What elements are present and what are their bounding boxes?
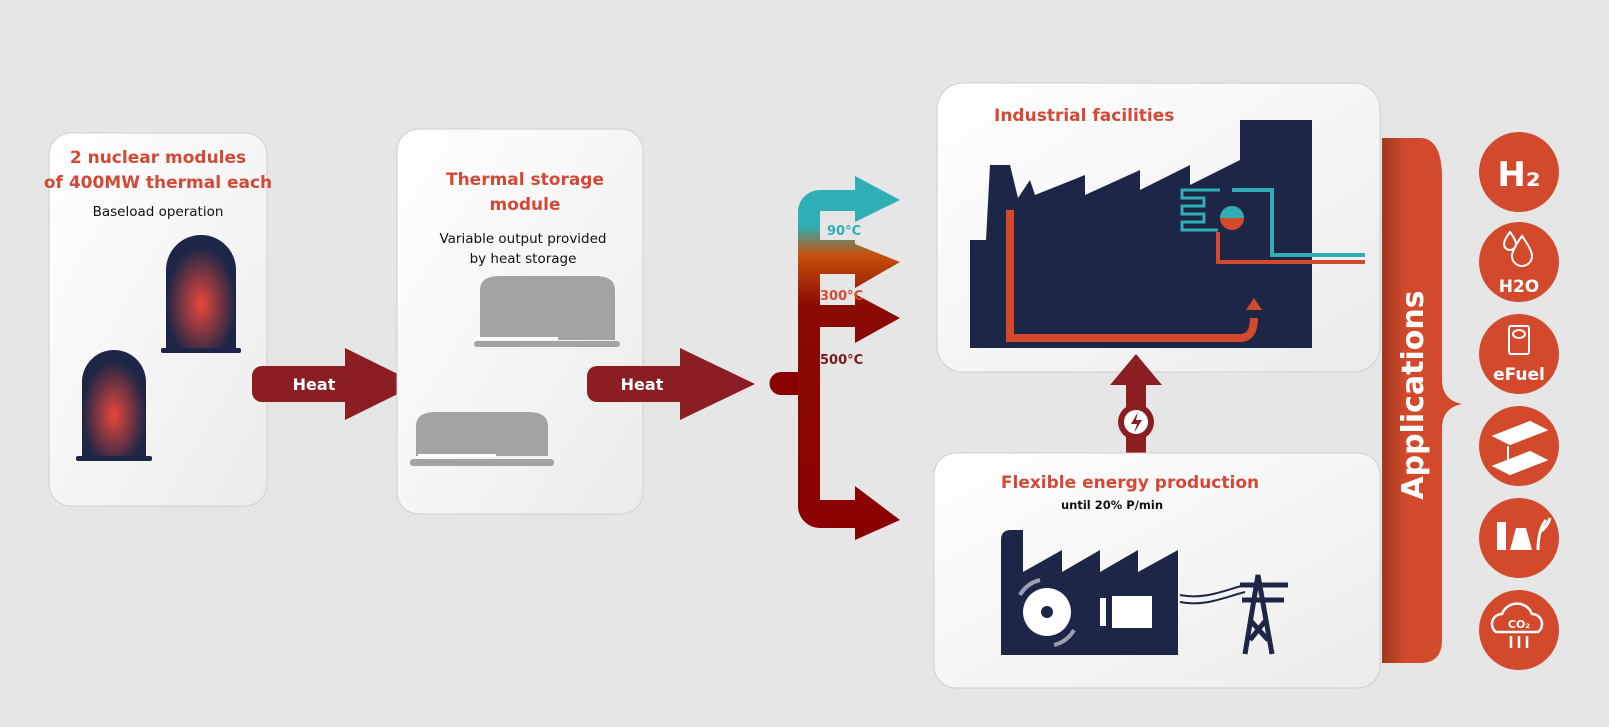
heat-label: Heat bbox=[621, 375, 664, 394]
heat-label: Heat bbox=[293, 375, 336, 394]
flexible-subtitle: until 20% P/min bbox=[1061, 498, 1163, 512]
industrial-title: Industrial facilities bbox=[994, 106, 1174, 126]
lightning-icon bbox=[1131, 412, 1142, 433]
storage-title-line2: module bbox=[489, 195, 560, 215]
heat-arrow: Heat bbox=[252, 348, 418, 420]
svg-text:H₂: H₂ bbox=[1497, 155, 1540, 195]
flexible-title: Flexible energy production bbox=[1001, 473, 1259, 493]
svg-text:eFuel: eFuel bbox=[1493, 365, 1545, 385]
temperature-manifold: 90°C 300°C 500°C bbox=[769, 176, 900, 540]
nuclear-modules-card: 2 nuclear modules of 400MW thermal each … bbox=[44, 132, 272, 507]
nuclear-title-line1: 2 nuclear modules bbox=[70, 148, 246, 168]
reactor-icon bbox=[76, 350, 152, 461]
power-up-arrow bbox=[1110, 354, 1162, 460]
storage-subtitle-line1: Variable output provided bbox=[439, 231, 606, 247]
nuclear-subtitle: Baseload operation bbox=[93, 204, 224, 220]
efuel-icon: eFuel bbox=[1479, 314, 1559, 394]
industrial-facilities-card: Industrial facilities bbox=[936, 82, 1381, 373]
temperature-label-500: 500°C bbox=[820, 353, 863, 368]
nuclear-title-line2: of 400MW thermal each bbox=[44, 173, 272, 193]
applications-bracket: Applications bbox=[1382, 138, 1462, 663]
water-icon: H2O bbox=[1479, 222, 1559, 302]
power-plant-icon bbox=[1001, 530, 1288, 655]
temperature-label-300: 300°C bbox=[820, 289, 863, 304]
applications-label: Applications bbox=[1396, 290, 1431, 499]
co2-capture-icon: CO₂ bbox=[1479, 590, 1559, 670]
svg-text:H2O: H2O bbox=[1499, 277, 1540, 297]
heat-arrow: Heat bbox=[587, 348, 755, 420]
temperature-label-90: 90°C bbox=[827, 224, 861, 239]
factory-icon bbox=[970, 120, 1365, 348]
storage-tank-icon bbox=[474, 276, 620, 347]
reactor-icon bbox=[161, 235, 241, 353]
storage-subtitle-line2: by heat storage bbox=[470, 251, 577, 267]
hydrogen-icon: H₂ bbox=[1479, 132, 1559, 212]
thermal-storage-card: Thermal storage module Variable output p… bbox=[396, 128, 644, 515]
flexible-energy-card: Flexible energy production until 20% P/m… bbox=[933, 452, 1381, 689]
svg-text:CO₂: CO₂ bbox=[1508, 618, 1530, 631]
steel-beam-icon bbox=[1479, 406, 1559, 486]
chemicals-icon bbox=[1479, 498, 1559, 578]
storage-title-line1: Thermal storage bbox=[446, 170, 604, 190]
storage-tank-icon bbox=[410, 412, 554, 466]
